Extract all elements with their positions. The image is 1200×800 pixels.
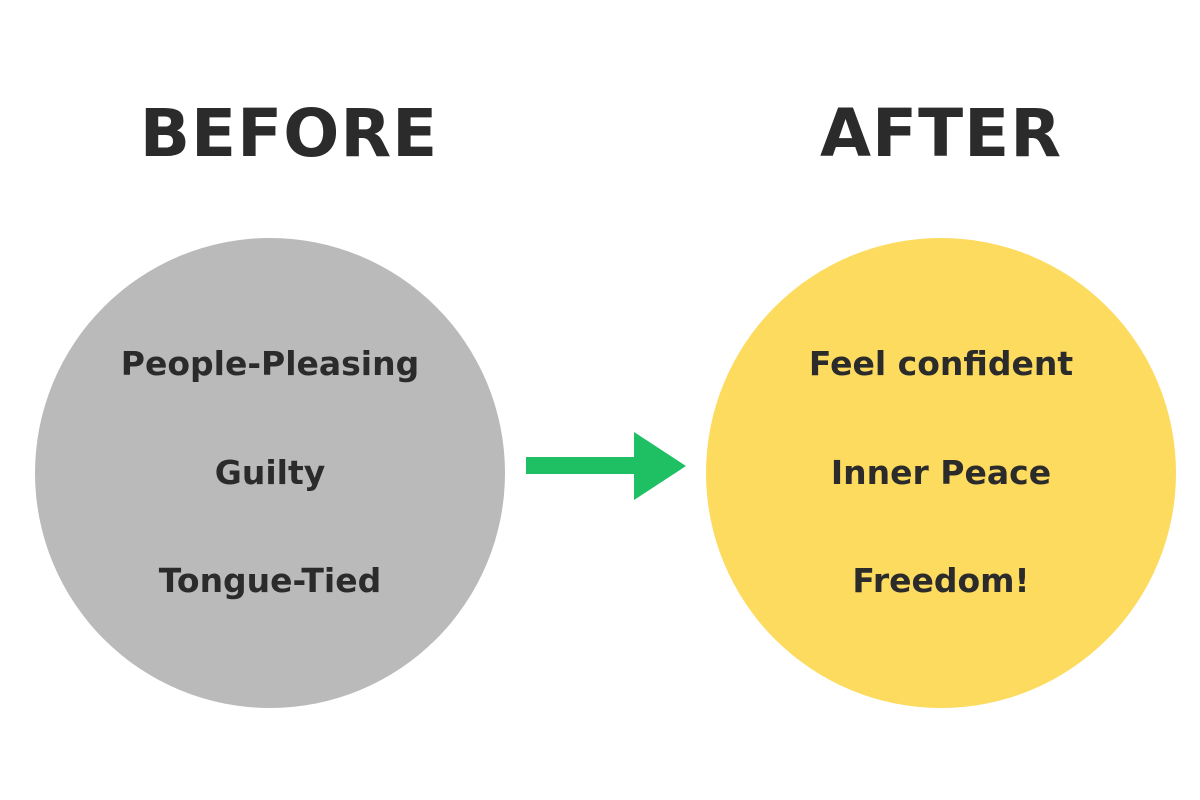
before-item-people-pleasing: People-Pleasing bbox=[120, 344, 420, 383]
after-heading: AFTER bbox=[819, 95, 1063, 172]
after-item-freedom: Freedom! bbox=[852, 561, 1030, 600]
arrow-shaft bbox=[526, 457, 638, 474]
after-item-feel-confident: Feel confident bbox=[808, 344, 1074, 383]
before-item-tongue-tied: Tongue-Tied bbox=[158, 561, 382, 600]
arrow-head bbox=[634, 432, 686, 500]
before-item-guilty: Guilty bbox=[214, 453, 326, 492]
before-heading: BEFORE bbox=[139, 95, 439, 172]
right-arrow-icon bbox=[526, 432, 686, 500]
after-item-inner-peace: Inner Peace bbox=[830, 453, 1052, 492]
before-circle: People-Pleasing Guilty Tongue-Tied bbox=[35, 238, 505, 708]
after-circle: Feel confident Inner Peace Freedom! bbox=[706, 238, 1176, 708]
